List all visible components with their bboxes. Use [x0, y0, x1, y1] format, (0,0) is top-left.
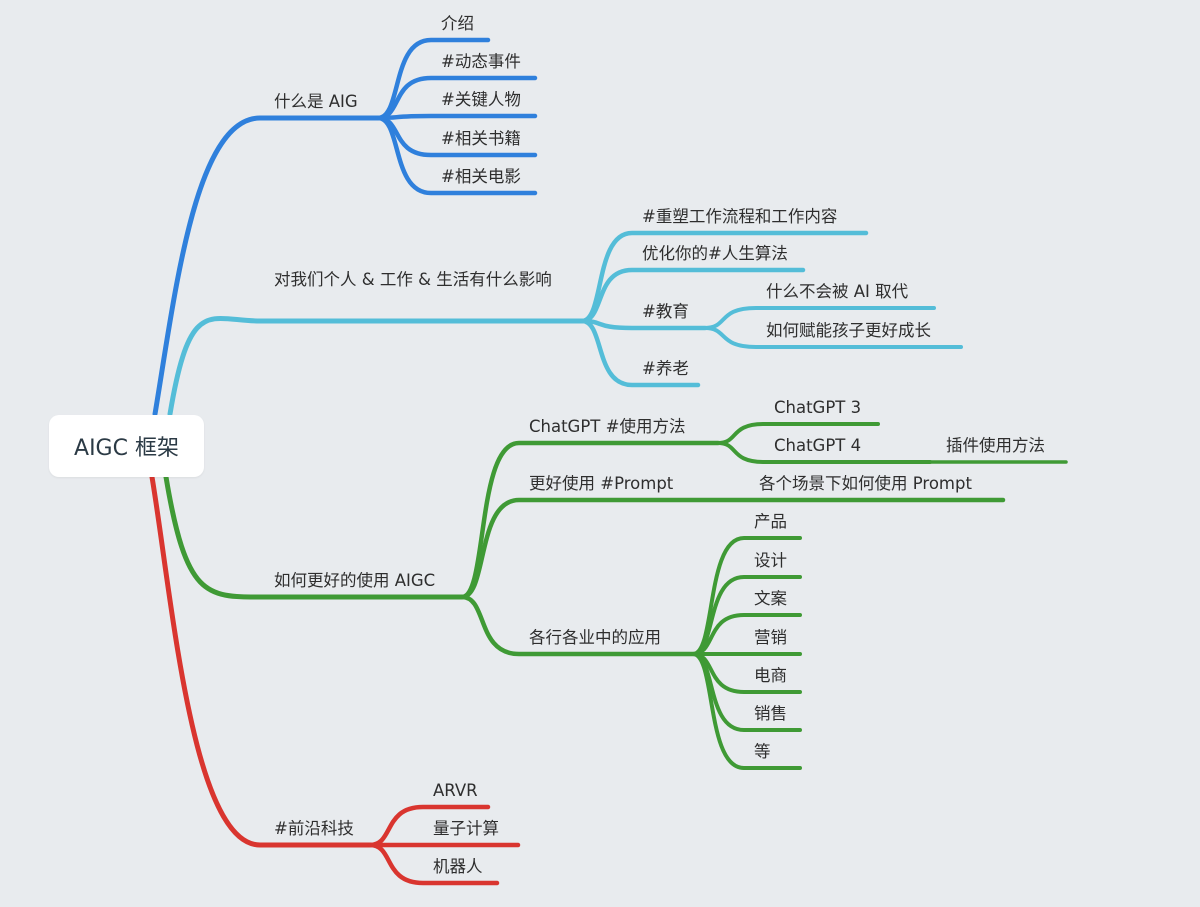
node-label-0[interactable]: 什么是 AIG [274, 92, 358, 111]
branch-connector-0 [152, 115, 381, 417]
connector-2-1 [459, 497, 1006, 600]
connector-2-2 [459, 594, 696, 657]
node-label-2-0-1-0[interactable]: 插件使用方法 [946, 436, 1045, 455]
branch-connector-2 [163, 474, 465, 600]
node-label-2-0-1[interactable]: ChatGPT 4 [774, 436, 862, 455]
connector-2-0 [459, 440, 721, 600]
node-label-2-2-4[interactable]: 电商 [754, 666, 787, 685]
node-label-0-4[interactable]: #相关电影 [441, 167, 521, 186]
node-label-2-2-6[interactable]: 等 [754, 742, 771, 761]
node-label-3-2[interactable]: 机器人 [433, 857, 483, 876]
connector-1-1 [579, 267, 806, 324]
root-label: AIGC 框架 [74, 436, 179, 461]
node-label-1[interactable]: 对我们个人 & 工作 & 生活有什么影响 [274, 270, 552, 289]
node-label-2-1[interactable]: 更好使用 #Prompt [529, 474, 674, 493]
connector-1-3 [579, 318, 701, 388]
node-label-2-2-3[interactable]: 营销 [754, 628, 787, 647]
connector-3-2 [367, 842, 500, 886]
node-label-2-2-2[interactable]: 文案 [754, 589, 787, 608]
node-label-0-1[interactable]: #动态事件 [441, 52, 521, 71]
connector-2-2-6 [691, 652, 802, 770]
node-label-1-2[interactable]: #教育 [642, 302, 689, 321]
node-label-2-0-0[interactable]: ChatGPT 3 [774, 398, 862, 417]
node-label-2-1-0[interactable]: 各个场景下如何使用 Prompt [759, 474, 972, 493]
branch-connector-1 [167, 315, 585, 417]
connector-2-0-1 [716, 441, 932, 464]
connector-1-2-1 [703, 326, 963, 349]
node-label-0-0[interactable]: 介绍 [441, 14, 474, 33]
connector-0-4 [375, 115, 538, 196]
node-label-1-2-0[interactable]: 什么不会被 AI 取代 [766, 282, 909, 301]
node-label-1-1[interactable]: 优化你的#人生算法 [642, 244, 788, 263]
node-label-2-0[interactable]: ChatGPT #使用方法 [529, 417, 686, 436]
node-label-0-3[interactable]: #相关书籍 [441, 129, 521, 148]
node-label-3-0[interactable]: ARVR [433, 781, 478, 800]
root-node[interactable]: AIGC 框架 [49, 415, 204, 477]
connector-0-2 [375, 113, 538, 121]
node-label-0-2[interactable]: #关键人物 [441, 90, 521, 109]
node-label-1-0[interactable]: #重塑工作流程和工作内容 [642, 207, 838, 226]
node-label-3[interactable]: #前沿科技 [274, 819, 354, 838]
node-label-2[interactable]: 如何更好的使用 AIGC [274, 571, 436, 590]
node-label-1-3[interactable]: #养老 [642, 359, 689, 378]
node-label-1-2-1[interactable]: 如何赋能孩子更好成长 [766, 321, 931, 340]
node-label-2-2[interactable]: 各行各业中的应用 [529, 628, 661, 647]
node-label-2-2-1[interactable]: 设计 [754, 551, 787, 570]
node-label-2-2-5[interactable]: 销售 [754, 704, 787, 723]
node-label-2-2-0[interactable]: 产品 [754, 512, 787, 531]
branch-connector-3 [149, 474, 373, 848]
node-label-3-1[interactable]: 量子计算 [433, 819, 499, 838]
